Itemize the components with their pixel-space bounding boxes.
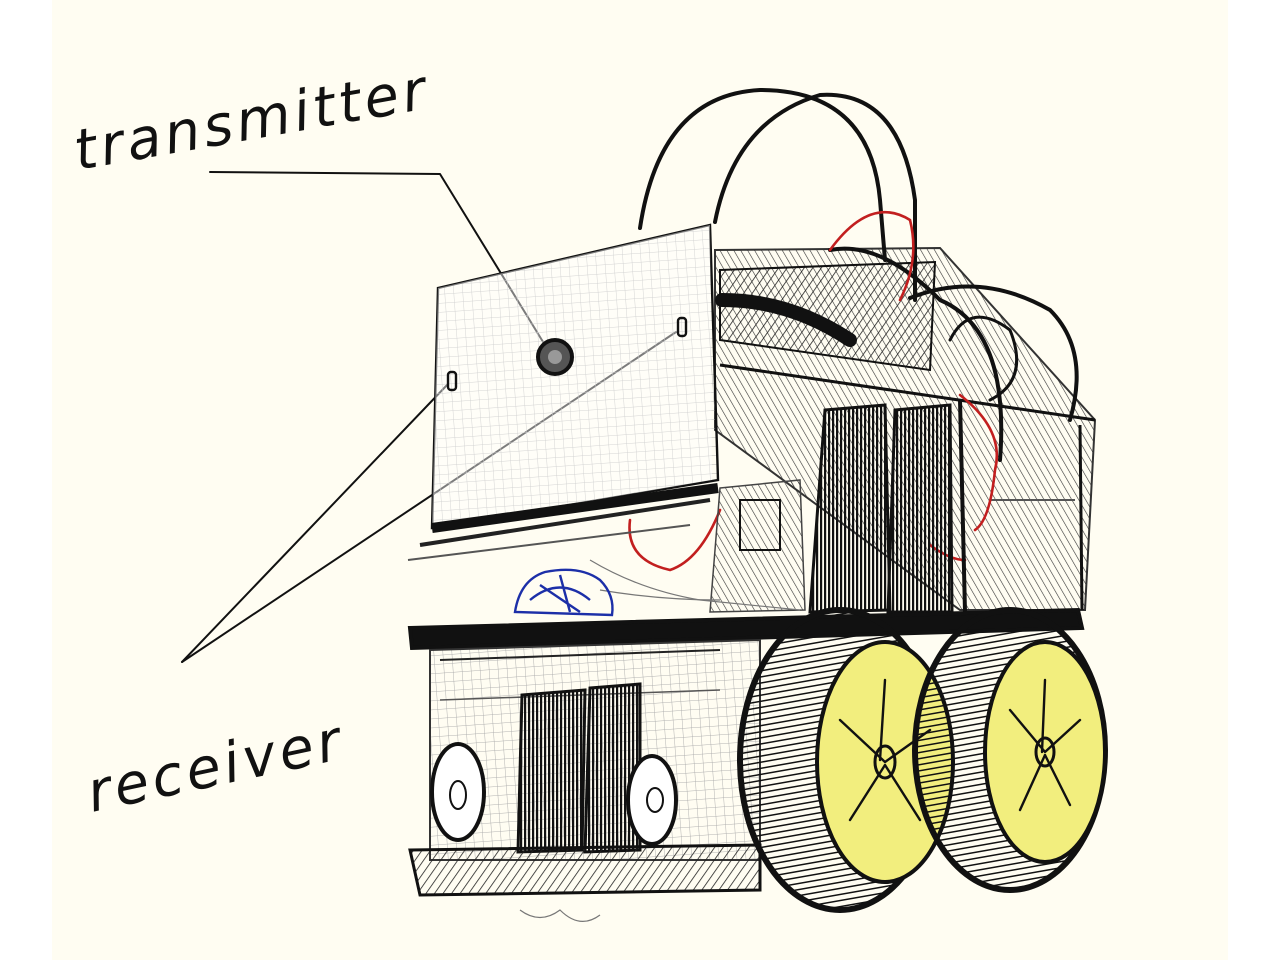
ultrasonic-sensor-box: [408, 225, 718, 560]
transmitter-label: transmitter: [69, 57, 434, 183]
blue-component: [515, 570, 613, 615]
receiver-leader-line-left: [182, 384, 448, 662]
drive-wheel-rear: [915, 610, 1105, 890]
lower-battery-pack: [518, 684, 640, 852]
ground-scribble: [520, 910, 600, 921]
receiver-label: receiver: [81, 708, 350, 826]
base-shadow: [410, 845, 760, 895]
